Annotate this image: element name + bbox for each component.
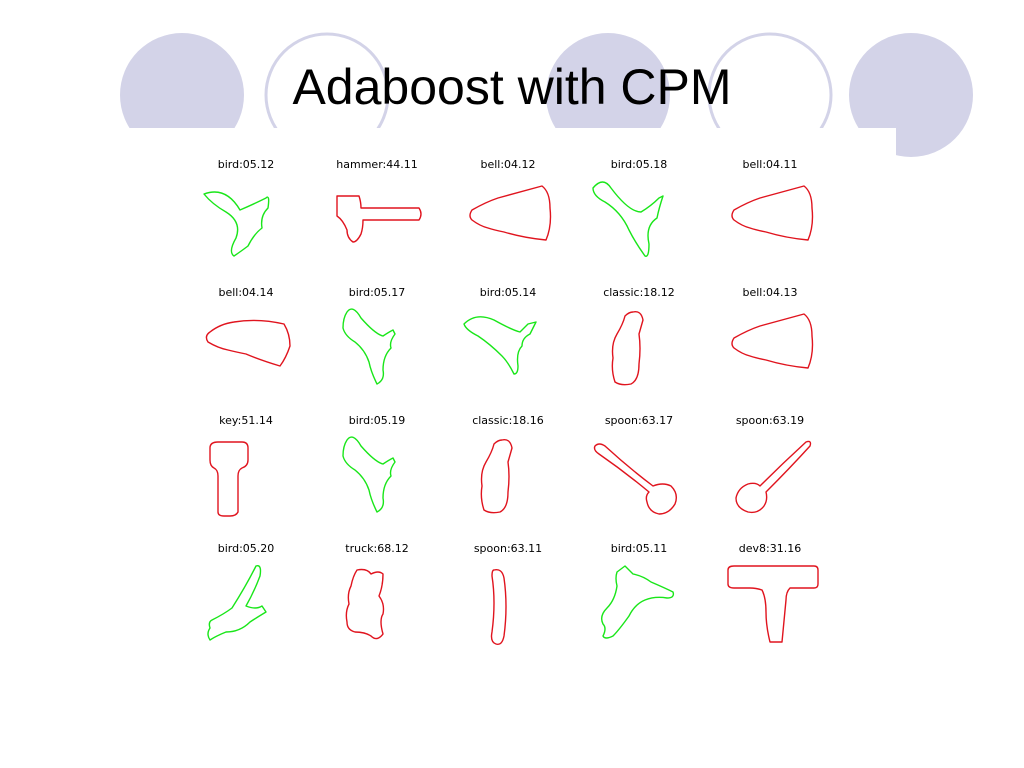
decor-circle-ring-2 xyxy=(707,32,833,128)
shape-label: bird:05.19 xyxy=(348,414,406,427)
contour-path xyxy=(611,310,644,386)
contour-path xyxy=(342,308,396,385)
shape-outline-hammer xyxy=(336,195,422,243)
decor-circle-mask xyxy=(820,128,896,160)
shape-outline-spoon-v xyxy=(490,568,507,646)
decor-circle-ring-1 xyxy=(264,32,390,128)
shape-label: bell:04.13 xyxy=(742,286,798,299)
contour-path xyxy=(209,441,249,517)
shape-label: bird:05.11 xyxy=(610,542,668,555)
contour-path xyxy=(469,185,552,241)
contour-path xyxy=(342,436,396,513)
contour-path xyxy=(463,316,537,375)
shape-cell: bird:05.18 xyxy=(579,158,699,286)
shape-label: bird:05.14 xyxy=(479,286,537,299)
circle-band xyxy=(120,32,833,128)
shape-cell: bell:04.12 xyxy=(448,158,568,286)
contour-path xyxy=(345,568,385,640)
shape-cell: classic:18.12 xyxy=(579,286,699,414)
shape-outline-bird-a xyxy=(203,191,270,257)
shape-outline-tee xyxy=(727,565,819,643)
shape-outline-bell-r xyxy=(731,185,814,241)
shape-label: bell:04.14 xyxy=(218,286,274,299)
shape-cell: bird:05.14 xyxy=(448,286,568,414)
shape-cell: bell:04.11 xyxy=(710,158,830,286)
shape-label: bird:05.12 xyxy=(217,158,275,171)
shape-label: bell:04.12 xyxy=(480,158,536,171)
contour-path xyxy=(480,438,513,514)
contour-path xyxy=(731,185,814,241)
shape-outline-bird-f xyxy=(600,565,675,639)
contour-path xyxy=(490,568,507,646)
shape-cell: hammer:44.11 xyxy=(317,158,437,286)
contour-path xyxy=(600,565,675,639)
shape-outline-bird-c xyxy=(342,436,396,513)
decor-circle-filled-1 xyxy=(120,33,244,128)
shape-cell: spoon:63.17 xyxy=(579,414,699,542)
shape-cell: bird:05.17 xyxy=(317,286,437,414)
shape-cell: bell:04.14 xyxy=(186,286,306,414)
shape-label: hammer:44.11 xyxy=(336,158,418,171)
shape-cell: bell:04.13 xyxy=(710,286,830,414)
shape-label: spoon:63.19 xyxy=(735,414,805,427)
shape-outline-key xyxy=(209,441,249,517)
decor-circle-filled-3 xyxy=(849,33,973,157)
contour-path xyxy=(203,191,270,257)
shape-cell: bird:05.20 xyxy=(186,542,306,670)
shape-outline-bell-l xyxy=(205,319,291,367)
contour-path xyxy=(731,313,814,369)
decorative-circles xyxy=(120,32,973,160)
shape-outline-bird-b xyxy=(592,181,664,257)
shape-label: bird:05.17 xyxy=(348,286,406,299)
shape-label: key:51.14 xyxy=(219,414,273,427)
contour-path xyxy=(593,443,678,515)
shape-outline-classic xyxy=(480,438,513,514)
shape-label: bird:05.20 xyxy=(217,542,275,555)
shape-cell: bird:05.11 xyxy=(579,542,699,670)
contour-path xyxy=(207,565,267,641)
shape-outline-truck xyxy=(345,568,385,640)
shape-cell: truck:68.12 xyxy=(317,542,437,670)
shape-cell: spoon:63.11 xyxy=(448,542,568,670)
shape-cell: bird:05.19 xyxy=(317,414,437,542)
shape-outline-bird-d xyxy=(463,316,537,375)
shape-label: classic:18.16 xyxy=(472,414,544,427)
shape-cell: bird:05.12 xyxy=(186,158,306,286)
contour-path xyxy=(735,440,812,514)
shape-outline-bird-e xyxy=(207,565,267,641)
shape-cell: dev8:31.16 xyxy=(710,542,830,670)
shape-outline-spoon-r xyxy=(593,443,678,515)
contour-path xyxy=(592,181,664,257)
shape-label: spoon:63.17 xyxy=(604,414,674,427)
shape-label: bell:04.11 xyxy=(742,158,798,171)
contour-path xyxy=(205,319,291,367)
shape-cell: spoon:63.19 xyxy=(710,414,830,542)
shape-cell: key:51.14 xyxy=(186,414,306,542)
contour-path xyxy=(727,565,819,643)
shape-outline-bird-c xyxy=(342,308,396,385)
shape-label: dev8:31.16 xyxy=(738,542,802,555)
shape-outline-spoon-l xyxy=(735,440,812,514)
shape-outline-classic xyxy=(611,310,644,386)
contour-path xyxy=(336,195,422,243)
shape-outline-bell-r xyxy=(469,185,552,241)
slide-title: Adaboost with CPM xyxy=(292,59,732,115)
shape-cell: classic:18.16 xyxy=(448,414,568,542)
shape-label: bird:05.18 xyxy=(610,158,668,171)
shape-outline-bell-r xyxy=(731,313,814,369)
shape-label: classic:18.12 xyxy=(603,286,675,299)
shape-label: spoon:63.11 xyxy=(473,542,543,555)
shape-label: truck:68.12 xyxy=(345,542,409,555)
decor-circle-filled-2 xyxy=(546,33,670,128)
